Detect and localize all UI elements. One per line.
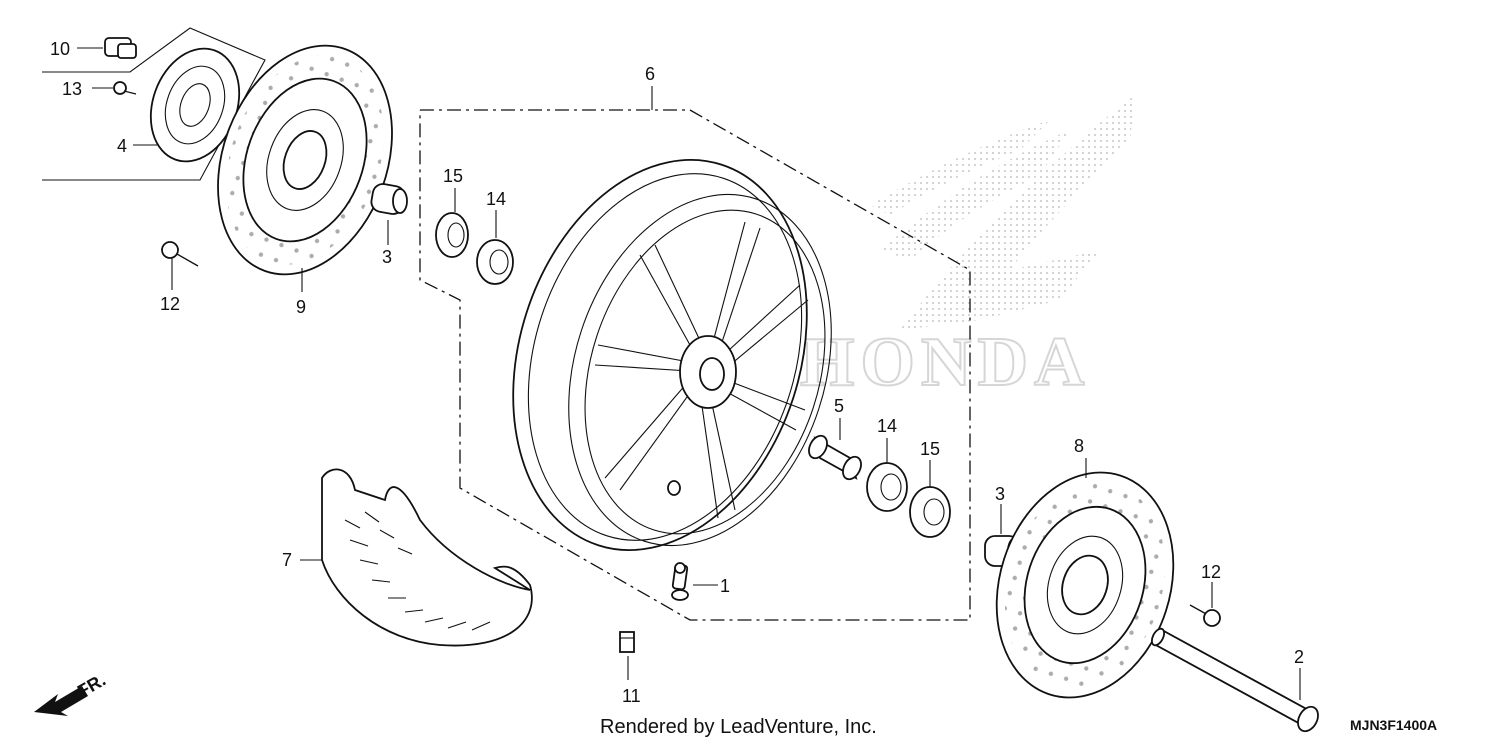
tire-valve — [671, 562, 689, 601]
callout-11: 10 — [50, 39, 70, 59]
callout-3-right: 3 — [995, 484, 1005, 504]
callout-1: 1 — [720, 576, 730, 596]
callout-14-right: 14 — [877, 416, 897, 436]
callout-3-left: 3 — [382, 247, 392, 267]
disc-bolt-left — [161, 241, 199, 267]
balance-weight — [619, 631, 635, 653]
wheel-assembly-outline — [419, 109, 971, 621]
callout-4: 4 — [117, 136, 127, 156]
callout-7: 7 — [282, 550, 292, 570]
right-brake-disc — [995, 471, 1175, 699]
screw-13-part — [113, 81, 137, 95]
bolt-11-part — [104, 37, 137, 59]
watermark-brand-text: HONDA — [800, 324, 1091, 401]
callout-6: 6 — [645, 64, 655, 84]
callout-9: 9 — [296, 297, 306, 317]
bearing-15-left — [435, 212, 469, 258]
callout-12-left: 12 — [160, 294, 180, 314]
bearing-14-right — [866, 462, 908, 512]
disc-bolt-right — [1189, 604, 1221, 627]
side-collar-left — [370, 183, 408, 215]
callout-14-left: 14 — [486, 189, 506, 209]
distance-collar — [808, 434, 862, 481]
render-credit: Rendered by LeadVenture, Inc. — [600, 716, 877, 738]
disc-inset-bracket — [42, 27, 266, 181]
diagram-code: MJN3F1400A — [1350, 717, 1437, 733]
callout-13: 13 — [62, 79, 82, 99]
front-direction-arrow: FR. — [34, 670, 109, 716]
tire — [321, 468, 533, 647]
callout-10: 8 — [1074, 436, 1084, 456]
callout-15-right: 15 — [920, 439, 940, 459]
leader-lines — [77, 47, 1301, 700]
callout-15-left: 15 — [443, 166, 463, 186]
callout-5: 5 — [834, 396, 844, 416]
front-axle — [1150, 627, 1319, 733]
front-wheel — [512, 159, 832, 551]
callout-2: 2 — [1294, 647, 1304, 667]
bearing-15-right — [909, 486, 951, 538]
callout-labels: 10 13 4 6 12 9 3 15 14 5 14 15 8 3 12 2 … — [50, 39, 1304, 706]
bearing-14-left — [476, 239, 514, 285]
callout-8: 11 — [622, 686, 641, 706]
disc-carrier-ring — [149, 47, 241, 163]
callout-12-right: 12 — [1201, 562, 1221, 582]
honda-wing-watermark: HONDA — [799, 95, 1135, 402]
